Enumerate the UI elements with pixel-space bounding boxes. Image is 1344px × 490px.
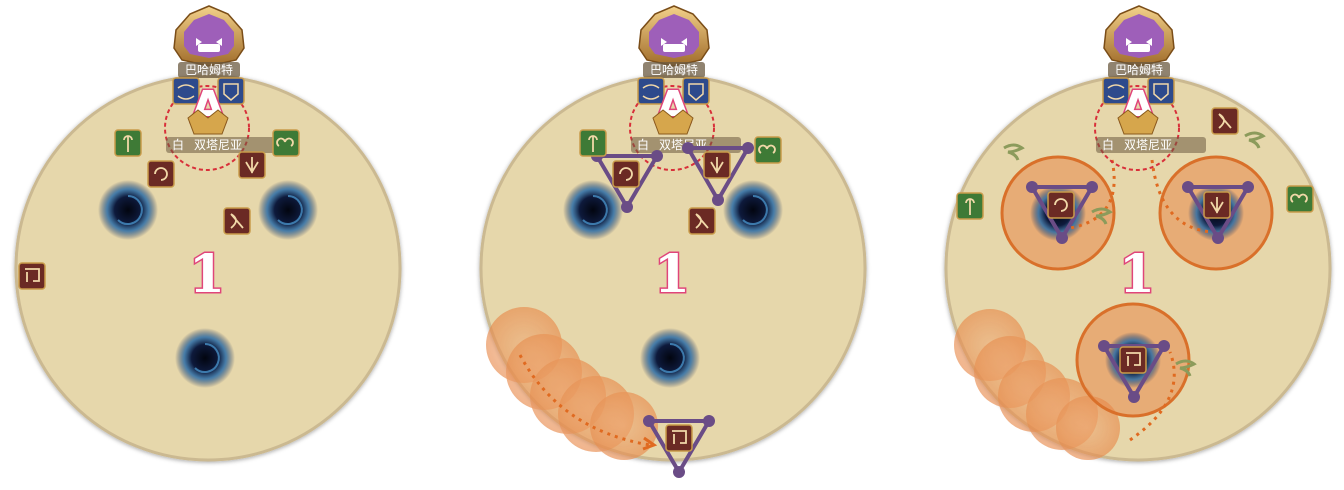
secondary-boss-name: 双塔尼亚 (1124, 138, 1172, 152)
black-hole (563, 180, 623, 240)
dps-melee-icon (1047, 191, 1075, 219)
tertiary-name-fragment: 白 (1102, 137, 1114, 152)
aoe-sweep (486, 307, 658, 460)
black-hole (175, 328, 235, 388)
dps-dragoon-icon (238, 151, 266, 179)
tether-triangle (1028, 185, 1252, 401)
dps-bow-icon (688, 207, 716, 235)
boss-cluster: 巴哈姆特 A 白 双塔尼亚 (164, 5, 276, 171)
tether-nodes (1026, 181, 1254, 403)
healer-staff-icon (114, 129, 142, 157)
dps-melee-icon (147, 160, 175, 188)
tether-triangle (684, 146, 752, 205)
tether-triangle (645, 419, 713, 476)
aoe-sweep (954, 309, 1120, 460)
movement-arrow (518, 354, 651, 447)
boss-cluster: 巴哈姆特 A 白 双塔尼亚 (629, 5, 741, 171)
tether-nodes (591, 142, 754, 478)
panel-final-positions: 1 巴哈姆特 A 白 双塔尼亚 (944, 5, 1332, 462)
scholar-icon (754, 136, 782, 164)
healer-staff-icon (579, 129, 607, 157)
panel-triangle-formation: 1 巴哈姆特 A 白 双塔尼亚 (479, 5, 867, 478)
black-hole (258, 180, 318, 240)
black-hole (640, 328, 700, 388)
boss-name: 巴哈姆特 (650, 62, 698, 77)
panel-initial-positions: 1 巴哈姆特 A 白 双塔尼亚 (14, 5, 402, 462)
movement-arrow (1069, 159, 1213, 442)
dps-dragoon-icon (703, 151, 731, 179)
black-hole (723, 180, 783, 240)
boss-portrait-icon (173, 5, 245, 67)
boss-portrait-icon (1103, 5, 1175, 67)
boss-name: 巴哈姆特 (185, 62, 233, 77)
tertiary-name-fragment: 白 (637, 137, 649, 152)
tertiary-name-fragment: 白 (172, 137, 184, 152)
healer-staff-icon (956, 192, 984, 220)
boss-hitbox-ring (164, 85, 250, 171)
dps-crest-icon (652, 109, 694, 135)
secondary-boss-name: 双塔尼亚 (194, 138, 242, 152)
dps-bow-icon (1211, 107, 1239, 135)
dps-bow-icon (223, 207, 251, 235)
wind-marker-icon (1003, 131, 1266, 377)
waymark-1: 1 (1119, 244, 1155, 305)
scholar-icon (1286, 185, 1314, 213)
dps-crest-icon (187, 109, 229, 135)
dps-melee-icon (612, 160, 640, 188)
dps-crest-icon (1117, 109, 1159, 135)
boss-cluster: 巴哈姆特 A 白 双塔尼亚 (1094, 5, 1206, 171)
dps-machinist-icon (1119, 346, 1147, 374)
waymark-1: 1 (654, 244, 690, 305)
black-hole (98, 180, 158, 240)
dps-machinist-icon (18, 262, 46, 290)
scholar-icon (272, 129, 300, 157)
dps-machinist-icon (665, 424, 693, 452)
tether-triangle (593, 154, 661, 211)
boss-portrait-icon (638, 5, 710, 67)
boss-name: 巴哈姆特 (1115, 62, 1163, 77)
waymark-1: 1 (189, 244, 225, 305)
dps-dragoon-icon (1203, 191, 1231, 219)
